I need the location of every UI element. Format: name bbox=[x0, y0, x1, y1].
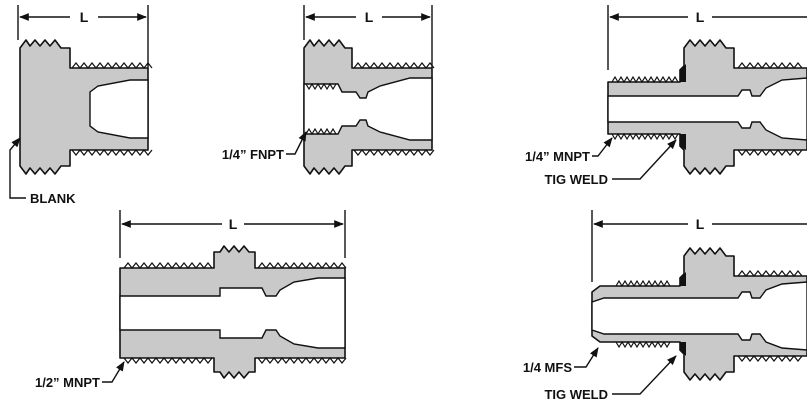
mfs-thread-top bbox=[615, 279, 671, 288]
mfs-thread-bottom bbox=[615, 340, 671, 349]
fnpt-adapter-fitting: L 1/4” FNPT bbox=[222, 5, 435, 175]
dimension-l-2: L bbox=[303, 5, 433, 68]
blank-callout: BLANK bbox=[9, 137, 76, 206]
dimension-l-4: L bbox=[607, 5, 807, 70]
dimension-label: L bbox=[696, 9, 705, 25]
mnpt-quarter-thread-right-top bbox=[737, 62, 803, 69]
mnpt-half-thread-right-bottom bbox=[257, 357, 347, 364]
mnpt-half-label: 1/2” MNPT bbox=[35, 375, 100, 390]
dimension-l-3: L bbox=[119, 210, 346, 258]
weld-bead-top bbox=[680, 64, 686, 82]
fnpt-thread-bottom bbox=[353, 149, 435, 156]
plug-bore bbox=[89, 79, 149, 139]
tig-weld-label: TIG WELD bbox=[544, 387, 608, 402]
mnpt-half-callout: 1/2” MNPT bbox=[35, 361, 125, 390]
dimension-l-1: L bbox=[17, 5, 149, 68]
mnpt-half-thread-left-bottom bbox=[123, 357, 213, 364]
mnpt-half-fitting: L 1/2” MNPT bbox=[35, 210, 347, 390]
mfs-weld-fitting: L 1/4 MFS TIG WELD bbox=[523, 210, 807, 402]
dimension-label: L bbox=[229, 216, 238, 232]
mnpt-half-thread-left-top bbox=[123, 262, 213, 269]
mfs-callout: 1/4 MFS bbox=[523, 347, 599, 375]
fnpt-bore bbox=[303, 77, 433, 141]
weld-bead-bottom bbox=[680, 342, 686, 356]
mfs-thread-right-bottom bbox=[737, 355, 803, 362]
fnpt-label: 1/4” FNPT bbox=[222, 147, 284, 162]
fnpt-callout: 1/4” FNPT bbox=[222, 131, 307, 162]
mfs-bore bbox=[591, 281, 807, 351]
blank-label: BLANK bbox=[30, 191, 76, 206]
mfs-label: 1/4 MFS bbox=[523, 360, 572, 375]
mnpt-quarter-thread-bottom bbox=[611, 132, 679, 141]
blank-plug-fitting: L BLANK bbox=[9, 5, 153, 206]
weld-bead-top bbox=[680, 272, 686, 286]
tig-weld-label: TIG WELD bbox=[544, 172, 608, 187]
mnpt-quarter-bore bbox=[607, 77, 807, 141]
plug-body bbox=[19, 39, 149, 175]
fnpt-internal-thread-top bbox=[305, 82, 337, 91]
plug-thread-top bbox=[71, 62, 153, 69]
fnpt-internal-thread-bottom bbox=[305, 127, 337, 136]
mnpt-quarter-thread-top bbox=[611, 75, 679, 84]
mnpt-quarter-label: 1/4” MNPT bbox=[525, 149, 590, 164]
mnpt-half-bore bbox=[119, 277, 346, 349]
mfs-thread-right-top bbox=[737, 270, 803, 277]
weld-bead-bottom bbox=[680, 134, 686, 150]
fnpt-thread-top bbox=[353, 62, 435, 69]
dimension-label: L bbox=[80, 9, 89, 25]
mnpt-quarter-thread-right-bottom bbox=[737, 149, 803, 156]
tig-weld-callout-2: TIG WELD bbox=[544, 355, 677, 402]
dimension-label: L bbox=[365, 9, 374, 25]
tig-weld-callout-1: TIG WELD bbox=[544, 139, 677, 187]
mnpt-quarter-weld-fitting: L 1/4” MNPT TIG WELD bbox=[525, 5, 807, 187]
plug-thread-bottom bbox=[71, 149, 153, 156]
dimension-label: L bbox=[696, 216, 705, 232]
mnpt-quarter-callout: 1/4” MNPT bbox=[525, 137, 613, 164]
mnpt-half-thread-right-top bbox=[257, 262, 347, 269]
dimension-l-5: L bbox=[591, 210, 807, 282]
